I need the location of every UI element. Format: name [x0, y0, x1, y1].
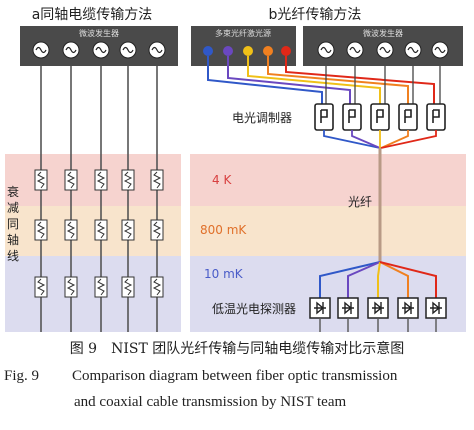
generator-a-sine-dial-icon [62, 41, 80, 59]
eo-modulator-icon [342, 103, 362, 131]
rf-lines [325, 66, 441, 104]
laser-source: 多束光纤激光源 [191, 26, 296, 66]
eo-modulator-array [314, 103, 446, 131]
comparison-diagram: a同轴电缆传输方法 b光纤传输方法 微波发生器 衰减同轴线 多束光纤激光源 微波… [5, 7, 466, 332]
svg-text:衰减同轴线: 衰减同轴线 [7, 184, 19, 263]
laser-yellow [243, 46, 253, 56]
caption-english-text1: Comparison diagram between fiber optic t… [72, 368, 398, 384]
caption-figure-label: Fig. 9 [4, 368, 40, 384]
laser-red [281, 46, 291, 56]
caption-english-line2: and coaxial cable transmission by NIST t… [74, 394, 347, 410]
eo-modulator-icon [370, 103, 390, 131]
attenuator-icon [150, 219, 164, 241]
generator-a-sine-dial-icon [119, 41, 137, 59]
microwave-generator-b: 微波发生器 [303, 26, 463, 66]
photodetector-label: 低温光电探测器 [212, 302, 296, 316]
photodetector-icon [367, 297, 389, 319]
eo-modulator-label: 电光调制器 [232, 111, 292, 125]
photodetector-array [309, 297, 447, 319]
laser-fibers [207, 56, 435, 104]
laser-orange [263, 46, 273, 56]
generator-b-sine-dial-icon [346, 41, 364, 59]
eo-modulator-icon [398, 103, 418, 131]
laser-source-label: 多束光纤激光源 [215, 28, 271, 38]
generator-a-sine-dial-icon [92, 41, 110, 59]
panel-a-title: a同轴电缆传输方法 [32, 7, 153, 23]
laser-blue [203, 46, 213, 56]
photodetector-icon [309, 297, 331, 319]
generator-b-sine-dial-icon [376, 41, 394, 59]
attenuator-icon [64, 219, 78, 241]
eo-modulator-icon [426, 103, 446, 131]
generator-b-sine-dial-icon [404, 41, 422, 59]
attenuator-array [34, 169, 164, 298]
combined-fiber [323, 130, 437, 262]
attenuator-icon [121, 276, 135, 298]
attenuator-icon [34, 276, 48, 298]
stage-10mk-bg-b [190, 256, 466, 332]
laser-purple [223, 46, 233, 56]
photodetector-icon [425, 297, 447, 319]
attenuator-icon [94, 276, 108, 298]
stage-4k-label: 4 K [212, 173, 232, 187]
attenuator-icon [64, 169, 78, 191]
caption-english-line1: Fig. 9 Comparison diagram between fiber o… [4, 368, 470, 385]
attenuated-coax-label: 衰减同轴线 [7, 184, 19, 263]
eo-modulator-icon [314, 103, 334, 131]
attenuator-icon [150, 276, 164, 298]
attenuator-icon [34, 169, 48, 191]
attenuator-icon [34, 219, 48, 241]
stage-800mk-bg-b [190, 206, 466, 256]
stage-800mk-label: 800 mK [200, 223, 247, 237]
detector-output-lines [319, 318, 437, 332]
photodetector-icon [397, 297, 419, 319]
generator-b-sine-dial-icon [317, 41, 335, 59]
fiber-label: 光纤 [348, 195, 372, 209]
attenuator-icon [94, 219, 108, 241]
stage-backgrounds [5, 154, 466, 332]
attenuator-icon [64, 276, 78, 298]
generator-a-sine-dial-icon [148, 41, 166, 59]
generator-a-sine-dial-icon [32, 41, 50, 59]
stage-10mk-label: 10 mK [204, 267, 244, 281]
generator-b-sine-dial-icon [431, 41, 449, 59]
generator-b-label: 微波发生器 [363, 28, 403, 38]
attenuator-icon [150, 169, 164, 191]
panel-b-title: b光纤传输方法 [269, 7, 362, 23]
attenuator-icon [94, 169, 108, 191]
stage-4k-bg-b [190, 154, 466, 206]
attenuator-icon [121, 169, 135, 191]
detector-fibers [319, 261, 437, 298]
caption-chinese: 图 9 NIST 团队光纤传输与同轴电缆传输对比示意图 [69, 341, 405, 357]
microwave-generator-a: 微波发生器 [20, 26, 178, 66]
attenuator-icon [121, 219, 135, 241]
photodetector-icon [337, 297, 359, 319]
generator-a-label: 微波发生器 [79, 28, 119, 38]
